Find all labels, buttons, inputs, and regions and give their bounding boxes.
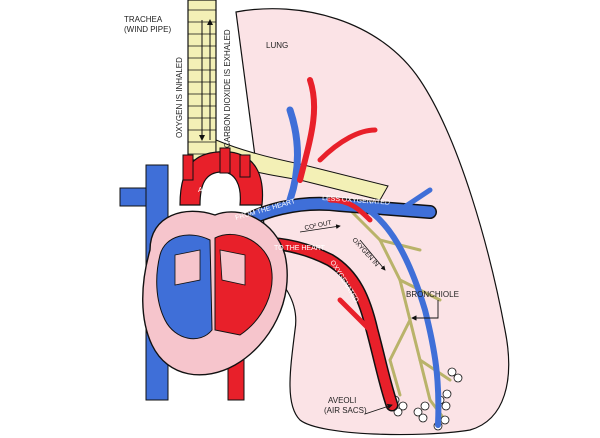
lung-label: LUNG <box>266 41 288 50</box>
aveoli-label: AVEOLI <box>328 396 356 405</box>
oxygen-inhaled-label: OXYGEN IS INHALED <box>175 57 184 138</box>
co2-exhaled-label: CARBON DIOXIDE IS EXHALED <box>223 29 232 148</box>
aorta-branch <box>239 154 251 178</box>
bronchiole-pointer <box>411 300 439 321</box>
vein-branch <box>119 187 147 207</box>
aorta-branch <box>219 147 231 174</box>
bronchiole-tree <box>338 198 452 422</box>
trachea <box>187 0 217 161</box>
less-oxygenated-label: LESS OXYGENATED <box>322 195 390 207</box>
lung-outline <box>235 8 510 436</box>
co2-out-arrow <box>299 224 341 233</box>
bronchiole-label: BRONCHIOLE <box>406 290 459 299</box>
aorta-branch <box>182 154 194 181</box>
pulmonary-vein-red <box>233 77 399 412</box>
oxygen-in-arrow <box>359 239 386 271</box>
heart <box>142 210 288 376</box>
aorta-label: AORTA <box>198 187 222 194</box>
aveoli-pointer <box>364 403 393 415</box>
trachea-label: TRACHEA <box>124 15 163 24</box>
aveoli-sublabel: (AIR SACS) <box>324 406 367 415</box>
trachea-sublabel: (WIND PIPE) <box>124 25 171 34</box>
to-heart-label: TO THE HEART <box>274 245 326 252</box>
